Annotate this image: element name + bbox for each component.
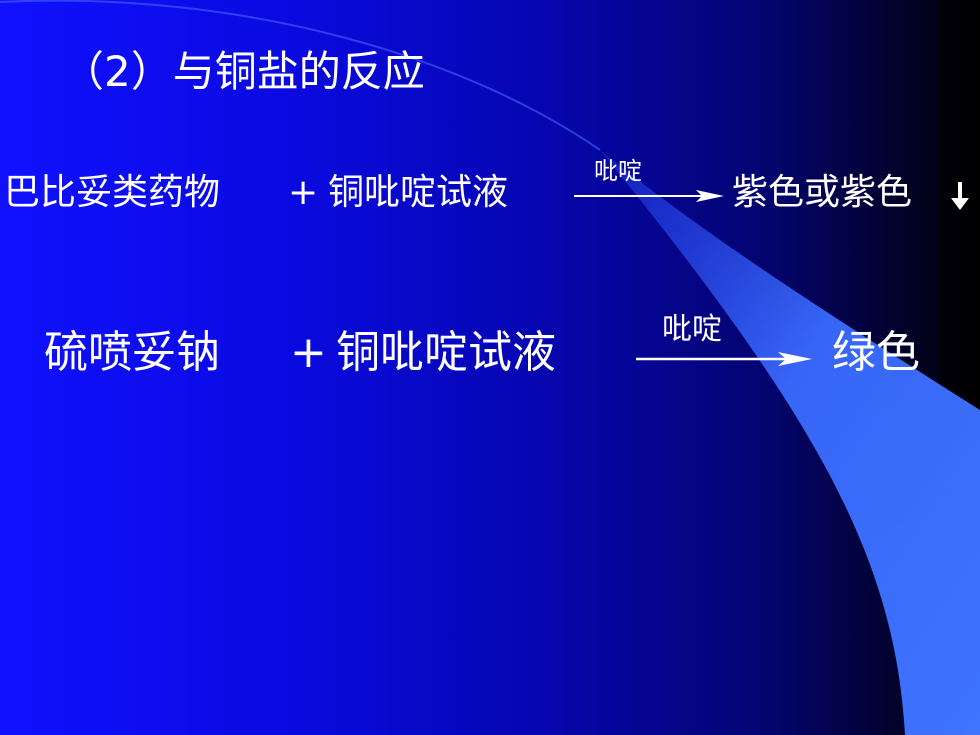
product-label: 绿色	[832, 327, 920, 378]
reagent-label: 铜吡啶试液	[328, 172, 509, 213]
plus-sign: +	[290, 327, 327, 378]
down-arrow-icon	[951, 182, 969, 210]
reaction-arrow-icon	[574, 190, 724, 202]
reaction-condition-label: 吡啶	[594, 157, 642, 185]
plus-sign: +	[288, 172, 319, 213]
reaction-condition-label: 吡啶	[662, 312, 722, 347]
slide-title: （2）与铜盐的反应	[62, 47, 425, 96]
reaction-row-2: 硫喷妥钠 + 铜吡啶试液 吡啶 绿色	[0, 312, 980, 388]
reactant-label: 硫喷妥钠	[44, 327, 220, 378]
reaction-arrow-icon	[636, 352, 812, 366]
reagent-label: 铜吡啶试液	[336, 327, 556, 378]
reactant-label: 巴比妥类药物	[4, 172, 221, 213]
reaction-row-1: 巴比妥类药物 + 铜吡啶试液 吡啶 紫色或紫色	[0, 157, 980, 218]
product-label: 紫色或紫色	[732, 172, 913, 213]
